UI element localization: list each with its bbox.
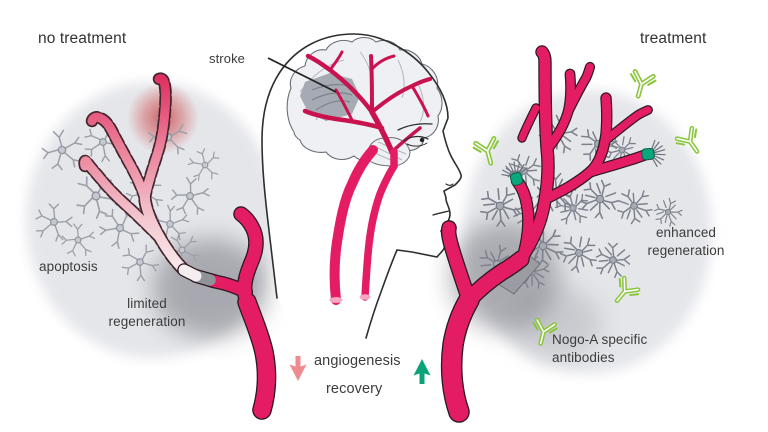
limited-regeneration-label: limited regeneration [108,296,186,329]
vessel-lumen [329,297,343,303]
eye [403,135,429,142]
degenerating-vessel [78,72,190,276]
nostril [445,183,454,187]
angiogenesis-label: angiogenesis [314,353,401,369]
nogo-antibodies-label: Nogo-A specific antibodies [552,332,648,365]
mouth [432,210,450,216]
vessel-lumen [359,294,371,300]
antibody-icon [626,71,656,100]
arrow-down-icon [289,356,307,381]
stroke-label: stroke [209,51,246,66]
face-features [397,123,454,216]
no-treatment-title: no treatment [38,30,127,47]
stroke-pointer-line [267,57,337,93]
left-vessel [177,206,277,420]
apoptosis-label: apoptosis [39,259,98,274]
right-stroke-shadow-2 [510,286,602,358]
recovery-label: recovery [326,381,383,397]
head-profile [261,33,462,340]
eye-lower-lid [406,142,428,147]
enhanced-regeneration-label: enhanced regeneration [647,225,725,258]
treatment-title: treatment [640,30,707,47]
pupil [419,137,425,143]
arrow-up-icon [413,359,431,384]
eyebrow [397,123,433,131]
neck-vessels [329,145,398,305]
right-vessel-tree [440,45,667,423]
